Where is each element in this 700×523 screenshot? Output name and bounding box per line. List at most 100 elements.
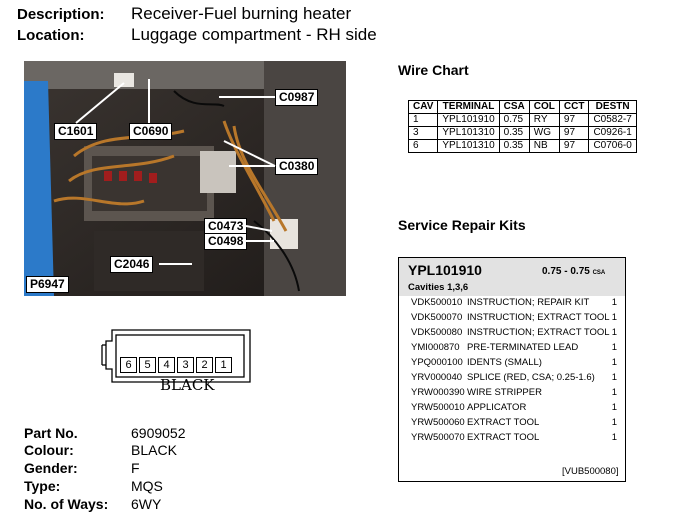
kit-item-desc: INSTRUCTION; EXTRACT TOOL	[467, 312, 610, 323]
kit-item-code: VDK500070	[411, 312, 463, 323]
kit-item-code: YMI000870	[411, 342, 460, 353]
colour-label: Colour:	[24, 442, 74, 458]
connector-pin-2: 2	[196, 357, 213, 373]
wire-chart-table: CAV TERMINAL CSA COL CCT DESTN 1 YPL1019…	[407, 100, 637, 153]
kit-item-qty: 1	[611, 402, 617, 413]
kit-item-qty: 1	[611, 432, 617, 443]
kit-item-code: YPQ000100	[411, 357, 463, 368]
cell-cct: 97	[558, 113, 590, 127]
location-photo: C1601 C0690 C0987 C0380 C0473 C0498 C204…	[24, 61, 346, 296]
table-row: 3 YPL101310 0.35 WG 97 C0926-1	[407, 126, 637, 140]
description-label: Description:	[17, 6, 105, 23]
cell-terminal: YPL101310	[437, 126, 500, 140]
kit-item-code: YRW500010	[411, 402, 465, 413]
type-label: Type:	[24, 478, 61, 494]
cell-destn: C0706-0	[588, 139, 637, 153]
callout-c1601: C1601	[54, 123, 98, 140]
kit-item-qty: 1	[611, 357, 617, 368]
cell-col: NB	[528, 139, 560, 153]
service-kit-panel: YPL101910 0.75 - 0.75 CSA Cavities 1,3,6…	[398, 257, 626, 482]
callout-p6947: P6947	[26, 276, 69, 293]
header-cct: CCT	[558, 100, 590, 114]
kit-csa-value: 0.75 - 0.75	[542, 266, 590, 277]
header-terminal: TERMINAL	[437, 100, 500, 114]
description-value: Receiver-Fuel burning heater	[131, 4, 352, 23]
cell-col: WG	[528, 126, 560, 140]
kit-item-qty: 1	[611, 327, 617, 338]
cell-terminal: YPL101310	[437, 139, 500, 153]
kit-item-desc: APPLICATOR	[467, 402, 527, 413]
part-no-value: 6909052	[131, 425, 186, 441]
cell-csa: 0.35	[498, 126, 530, 140]
header-csa: CSA	[498, 100, 530, 114]
service-kits-title: Service Repair Kits	[398, 217, 526, 233]
kit-item-qty: 1	[611, 297, 617, 308]
callout-c0987: C0987	[275, 89, 319, 106]
service-kit-header: YPL101910 0.75 - 0.75 CSA Cavities 1,3,6	[399, 258, 625, 296]
location-label: Location:	[17, 27, 85, 44]
header-col: COL	[528, 100, 560, 114]
callout-c2046: C2046	[110, 256, 154, 273]
kit-item-code: VDK500080	[411, 327, 463, 338]
part-no-label: Part No.	[24, 425, 78, 441]
kit-item-desc: EXTRACT TOOL	[467, 417, 540, 428]
ways-value: 6WY	[131, 496, 162, 512]
callout-c0380: C0380	[275, 158, 319, 175]
kit-cavities: Cavities 1,3,6	[408, 282, 469, 293]
kit-item-qty: 1	[611, 342, 617, 353]
wire-chart-header-row: CAV TERMINAL CSA COL CCT DESTN	[407, 100, 637, 114]
kit-csa-unit: CSA	[592, 270, 606, 276]
cell-col: RY	[528, 113, 560, 127]
kit-item-desc: PRE-TERMINATED LEAD	[467, 342, 579, 353]
kit-item-code: YRW000390	[411, 387, 465, 398]
kit-name: YPL101910	[408, 262, 482, 278]
kit-item-desc: IDENTS (SMALL)	[467, 357, 542, 368]
gender-label: Gender:	[24, 460, 78, 476]
colour-value: BLACK	[131, 442, 177, 458]
cell-destn: C0582-7	[588, 113, 637, 127]
list-item: VDK500010 INSTRUCTION; REPAIR KIT 1	[411, 296, 617, 309]
cell-terminal: YPL101910	[437, 113, 500, 127]
kit-item-desc: SPLICE (RED, CSA; 0.25-1.6)	[467, 372, 595, 383]
kit-item-desc: INSTRUCTION; EXTRACT TOOL	[467, 327, 610, 338]
connector-pin-5: 5	[139, 357, 156, 373]
list-item: YRV000040 SPLICE (RED, CSA; 0.25-1.6) 1	[411, 371, 617, 384]
list-item: YPQ000100 IDENTS (SMALL) 1	[411, 356, 617, 369]
kit-item-code: YRW500070	[411, 432, 465, 443]
location-value: Luggage compartment - RH side	[131, 25, 377, 44]
kit-item-desc: EXTRACT TOOL	[467, 432, 540, 443]
kit-item-desc: INSTRUCTION; REPAIR KIT	[467, 297, 590, 308]
kit-item-desc: WIRE STRIPPER	[467, 387, 542, 398]
kit-item-code: YRV000040	[411, 372, 463, 383]
cell-cct: 97	[558, 126, 590, 140]
table-row: 6 YPL101310 0.35 NB 97 C0706-0	[407, 139, 637, 153]
connector-pin-6: 6	[120, 357, 137, 373]
cell-cav: 1	[407, 113, 439, 127]
kit-item-qty: 1	[611, 417, 617, 428]
kit-csa-range: 0.75 - 0.75 CSA	[542, 266, 605, 277]
connector-outline	[101, 329, 251, 383]
kit-footer-code: [VUB500080]	[562, 466, 619, 477]
connector-pin-1: 1	[215, 357, 232, 373]
connector-color-label: BLACK	[160, 376, 215, 394]
header-destn: DESTN	[588, 100, 637, 114]
cell-cav: 6	[407, 139, 439, 153]
cell-csa: 0.35	[498, 139, 530, 153]
connector-pin-4: 4	[158, 357, 175, 373]
kit-item-code: YRW500060	[411, 417, 465, 428]
wire-chart-title: Wire Chart	[398, 62, 469, 78]
table-row: 1 YPL101910 0.75 RY 97 C0582-7	[407, 113, 637, 127]
kit-item-qty: 1	[611, 372, 617, 383]
cell-cct: 97	[558, 139, 590, 153]
type-value: MQS	[131, 478, 163, 494]
connector-pin-3: 3	[177, 357, 194, 373]
cell-csa: 0.75	[498, 113, 530, 127]
ways-label: No. of Ways:	[24, 496, 109, 512]
kit-item-code: VDK500010	[411, 297, 463, 308]
